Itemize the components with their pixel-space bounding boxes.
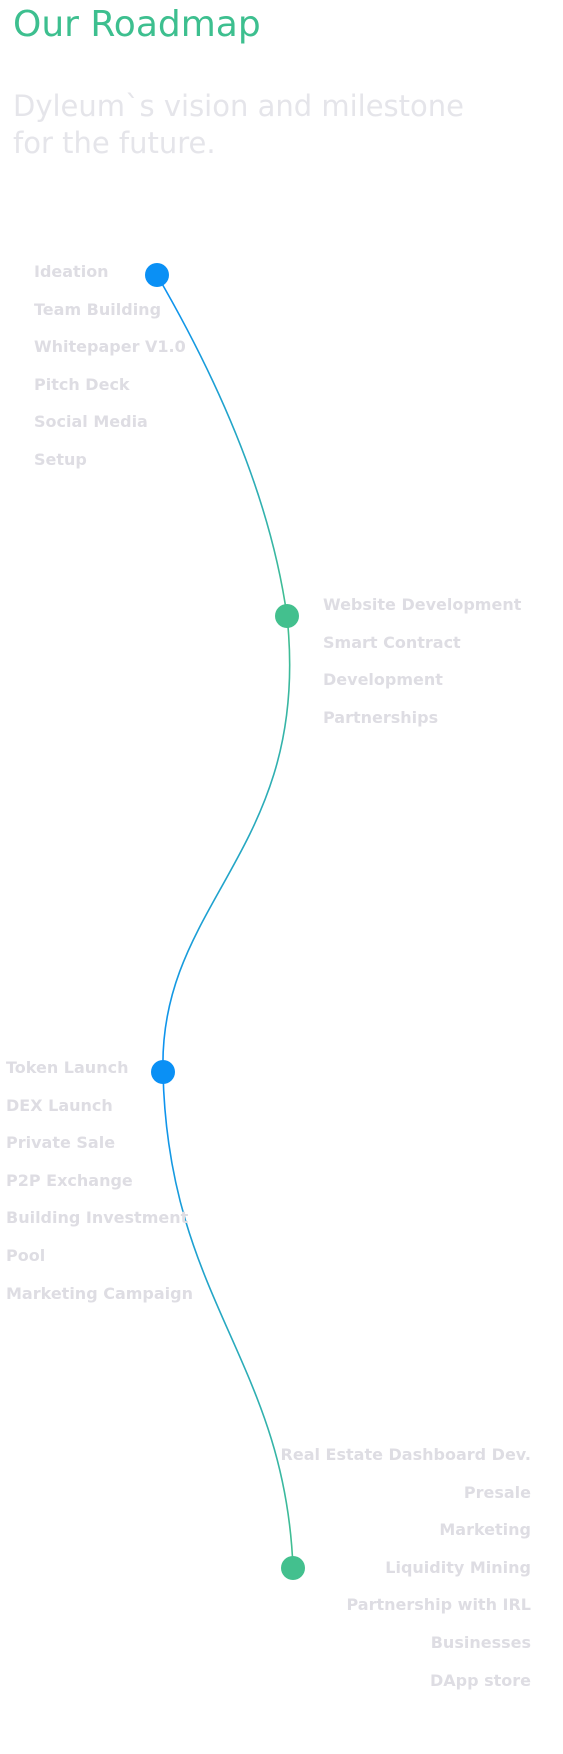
milestone-item: Token Launch xyxy=(6,1058,129,1077)
milestone-1-dot xyxy=(145,263,169,287)
milestone-item: Team Building xyxy=(34,299,162,319)
timeline-path-1 xyxy=(156,274,288,617)
milestone-item: Building Investment xyxy=(6,1208,189,1228)
milestone-item: Marketing xyxy=(439,1520,531,1540)
milestone-4-items: Real Estate Dashboard Dev. Presale Marke… xyxy=(281,1445,531,1708)
milestone-item: Pitch Deck xyxy=(34,374,130,394)
milestone-4-dot xyxy=(281,1556,305,1580)
milestone-item: Partnerships xyxy=(323,707,439,727)
milestone-item: Smart Contract xyxy=(323,632,461,652)
timeline-path-2 xyxy=(162,615,291,1073)
milestone-item: Presale xyxy=(463,1482,531,1502)
milestone-2-items: Website Development Smart Contract Devel… xyxy=(323,595,521,745)
milestone-item: Setup xyxy=(34,449,87,469)
milestone-item: Liquidity Mining xyxy=(385,1557,531,1577)
milestone-item: Real Estate Dashboard Dev. xyxy=(280,1445,531,1464)
milestone-item: Development xyxy=(323,670,443,690)
timeline-path-3 xyxy=(162,1071,294,1569)
milestone-item: DEX Launch xyxy=(6,1095,113,1115)
milestone-3-dot xyxy=(151,1060,175,1084)
milestone-item: Partnership with IRL xyxy=(346,1595,531,1615)
milestone-item: Ideation xyxy=(34,262,109,281)
page-title: Our Roadmap xyxy=(13,4,261,45)
milestone-item: Private Sale xyxy=(6,1133,116,1153)
page-subtitle: Dyleum`s vision and milestone for the fu… xyxy=(13,88,533,162)
milestone-item: DApp store xyxy=(429,1670,531,1690)
subtitle-line-1: Dyleum`s vision and milestone xyxy=(13,89,465,123)
milestone-2-dot xyxy=(275,604,299,628)
milestone-1-items: Ideation Team Building Whitepaper V1.0 P… xyxy=(34,262,186,488)
milestone-item: Website Development xyxy=(323,595,522,614)
milestone-item: P2P Exchange xyxy=(6,1170,133,1190)
milestone-item: Businesses xyxy=(430,1632,531,1652)
milestone-item: Marketing Campaign xyxy=(6,1283,194,1303)
milestone-item: Social Media xyxy=(34,412,148,432)
milestone-item: Pool xyxy=(6,1245,46,1265)
milestone-3-items: Token Launch DEX Launch Private Sale P2P… xyxy=(6,1058,193,1321)
subtitle-line-2: for the future. xyxy=(13,126,216,160)
milestone-item: Whitepaper V1.0 xyxy=(34,337,186,357)
